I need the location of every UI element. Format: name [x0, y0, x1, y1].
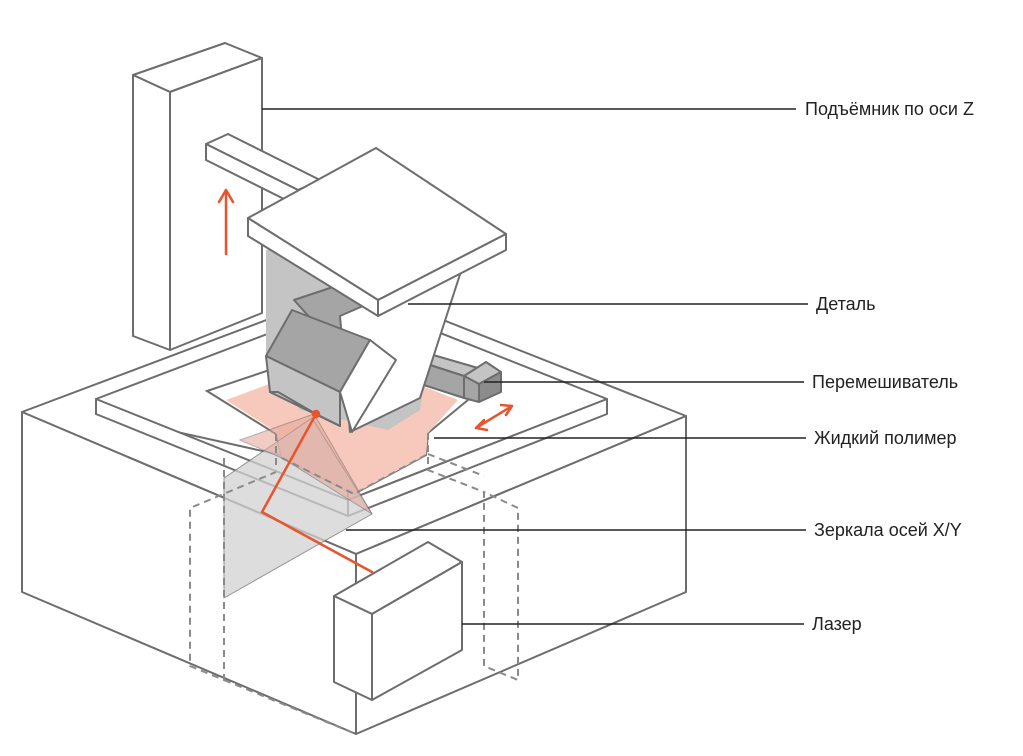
- label-laser: Лазер: [812, 614, 862, 634]
- laser-beam: [260, 409, 374, 574]
- arrow-up-icon: [217, 188, 235, 256]
- part-head-side: [339, 339, 397, 433]
- mirror-cone: [238, 413, 373, 515]
- label-stirrer: Перемешиватель: [812, 372, 958, 392]
- stirrer-end-side: [478, 371, 502, 403]
- label-xy-mirrors: Зеркала осей X/Y: [814, 520, 962, 540]
- laser-source: [333, 541, 463, 701]
- hidden-left-well: [189, 458, 277, 682]
- laser-front: [333, 595, 373, 701]
- double-arrow-icon: [474, 403, 514, 432]
- label-part: Деталь: [816, 294, 876, 314]
- column-side: [169, 57, 263, 351]
- label-liquid-polymer: Жидкий полимер: [814, 428, 956, 448]
- hidden-edges: [189, 433, 519, 735]
- column-front: [132, 74, 171, 351]
- callout-labels: Подъёмник по оси Z Деталь Перемешиватель…: [805, 99, 974, 634]
- laser-side: [371, 561, 463, 701]
- label-z-lift: Подъёмник по оси Z: [805, 99, 974, 119]
- z-lift-column: [132, 42, 263, 351]
- laser-beam-path: [260, 412, 374, 574]
- laser-focus-point: [311, 409, 321, 419]
- motion-arrows: [217, 188, 514, 432]
- hidden-right-well: [427, 433, 519, 682]
- callout-leaders: [262, 108, 808, 625]
- stirrer: [401, 349, 502, 403]
- platform-side: [377, 233, 507, 317]
- hidden-polymer-front: [281, 454, 427, 496]
- build-platform: [247, 147, 507, 317]
- z-lift-arm: [205, 133, 321, 207]
- hidden-right-back: [427, 453, 485, 477]
